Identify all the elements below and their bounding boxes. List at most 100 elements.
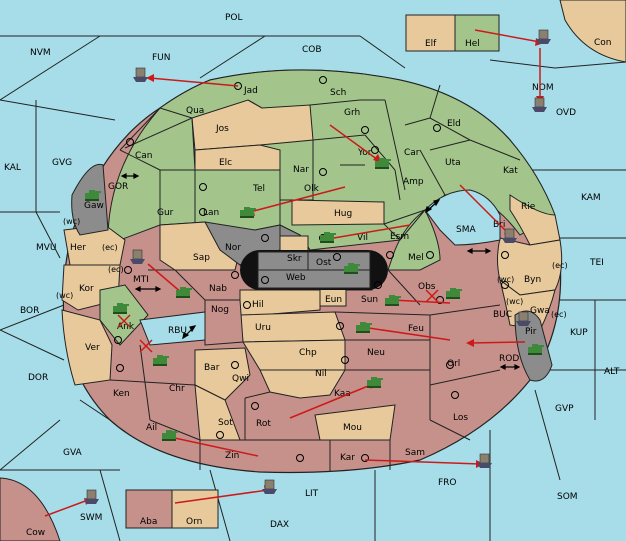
coast-tag: (ec) <box>102 243 118 252</box>
army-icon[interactable] <box>153 355 169 366</box>
label-rod: ROD <box>499 354 519 364</box>
label-mvu: MVU <box>36 243 57 253</box>
label-ost: Ost <box>316 258 332 268</box>
label-ver: Ver <box>85 343 100 353</box>
label-rie: Rie <box>521 202 536 212</box>
label-fun: FUN <box>152 53 171 63</box>
label-vil: Vil <box>357 233 368 243</box>
region-nil[interactable] <box>259 369 346 399</box>
label-mel: Mel <box>408 253 424 263</box>
label-sam: Sam <box>405 448 425 458</box>
sea-rbu-inner[interactable] <box>139 311 206 346</box>
sea-sma-inner[interactable] <box>424 189 501 246</box>
label-neu: Neu <box>367 348 385 358</box>
label-con: Con <box>594 38 612 48</box>
region-orn[interactable] <box>171 489 219 529</box>
army-icon[interactable] <box>85 190 101 201</box>
coast-tag: (ec) <box>552 261 568 270</box>
label-nil: Nil <box>315 369 327 379</box>
label-som: SOM <box>557 492 578 502</box>
label-eld: Eld <box>447 119 461 129</box>
label-tel: Tel <box>252 184 265 194</box>
army-icon[interactable] <box>385 295 401 306</box>
label-sap: Sap <box>193 253 210 263</box>
label-kup: KUP <box>570 328 588 338</box>
label-rot: Rot <box>256 419 271 429</box>
region-chp[interactable] <box>242 339 346 371</box>
label-skr: Skr <box>287 254 302 264</box>
label-jos: Jos <box>215 124 229 134</box>
adjacency-markers <box>120 173 521 370</box>
coast-tags: (wc) (ec) (ec) (wc) (wc) (ec) (wc) (ec) <box>56 217 568 319</box>
label-sma: SMA <box>456 225 476 235</box>
label-kaa: Kaa <box>334 389 351 399</box>
label-olk: Olk <box>304 184 320 194</box>
coast-tag: (wc) <box>56 291 73 300</box>
label-nab: Nab <box>209 284 227 294</box>
army-icon[interactable] <box>446 288 462 299</box>
label-web: Web <box>286 273 306 283</box>
label-rbu: RBU <box>168 326 187 336</box>
army-icon[interactable] <box>240 207 256 218</box>
label-cob: COB <box>302 45 322 55</box>
fleet-icon[interactable] <box>532 97 547 112</box>
region-ank[interactable] <box>99 284 149 346</box>
fleet-icon[interactable] <box>477 453 492 468</box>
fleet-icon[interactable] <box>133 67 148 82</box>
army-icon[interactable] <box>176 287 192 298</box>
label-gaw: Gaw <box>84 201 104 211</box>
label-swm: SWM <box>80 513 102 523</box>
army-icon[interactable] <box>344 263 360 274</box>
label-gva: GVA <box>63 448 83 458</box>
label-yor: Yor <box>357 148 372 158</box>
label-alt: ALT <box>604 367 620 377</box>
label-aba: Aba <box>140 517 157 527</box>
fleet-units <box>84 29 551 504</box>
label-uru: Uru <box>255 323 271 333</box>
label-elf: Elf <box>425 39 437 49</box>
label-ovd: OVD <box>556 108 576 118</box>
region-elf[interactable] <box>405 14 456 52</box>
label-gor: GOR <box>108 182 128 192</box>
army-icon[interactable] <box>162 430 178 441</box>
label-sun: Sun <box>361 295 378 305</box>
region-bar[interactable] <box>194 347 251 401</box>
army-icon[interactable] <box>528 344 544 355</box>
label-sot: Sot <box>218 418 233 428</box>
army-icon[interactable] <box>375 158 391 169</box>
label-dor: DOR <box>28 373 48 383</box>
fleet-icon[interactable] <box>262 479 277 494</box>
region-elc[interactable] <box>194 144 281 171</box>
label-kor: Kor <box>79 284 94 294</box>
label-nar: Nar <box>293 165 309 175</box>
label-tei: TEI <box>589 258 604 268</box>
label-gwa: Gwa <box>530 306 550 316</box>
coast-tag: (ec) <box>108 265 124 274</box>
label-pol: POL <box>225 13 243 23</box>
fleet-icon[interactable] <box>516 311 531 326</box>
fleet-icon[interactable] <box>502 228 517 243</box>
label-mti: MTI <box>133 275 149 285</box>
region-ver[interactable] <box>61 309 113 386</box>
fleet-icon[interactable] <box>84 489 99 504</box>
label-gur: Gur <box>157 208 174 218</box>
red-borders <box>109 269 501 472</box>
label-cow: Cow <box>26 528 45 538</box>
label-eun: Eun <box>325 295 342 305</box>
label-elc: Elc <box>219 158 232 168</box>
fleet-icon[interactable] <box>130 249 145 264</box>
label-sch: Sch <box>330 88 346 98</box>
label-nog: Nog <box>211 305 229 315</box>
label-esm: Esm <box>390 232 409 242</box>
army-icon[interactable] <box>367 377 383 388</box>
label-nor: Nor <box>225 243 241 253</box>
fleet-icon[interactable] <box>536 29 551 44</box>
coast-tag: (ec) <box>551 310 567 319</box>
label-qua: Qua <box>186 106 204 116</box>
label-los: Los <box>453 413 468 423</box>
army-icon[interactable] <box>113 303 129 314</box>
label-gvg: GVG <box>52 158 72 168</box>
region-hel[interactable] <box>454 14 500 52</box>
army-icon[interactable] <box>320 232 336 243</box>
army-icon[interactable] <box>356 322 372 333</box>
